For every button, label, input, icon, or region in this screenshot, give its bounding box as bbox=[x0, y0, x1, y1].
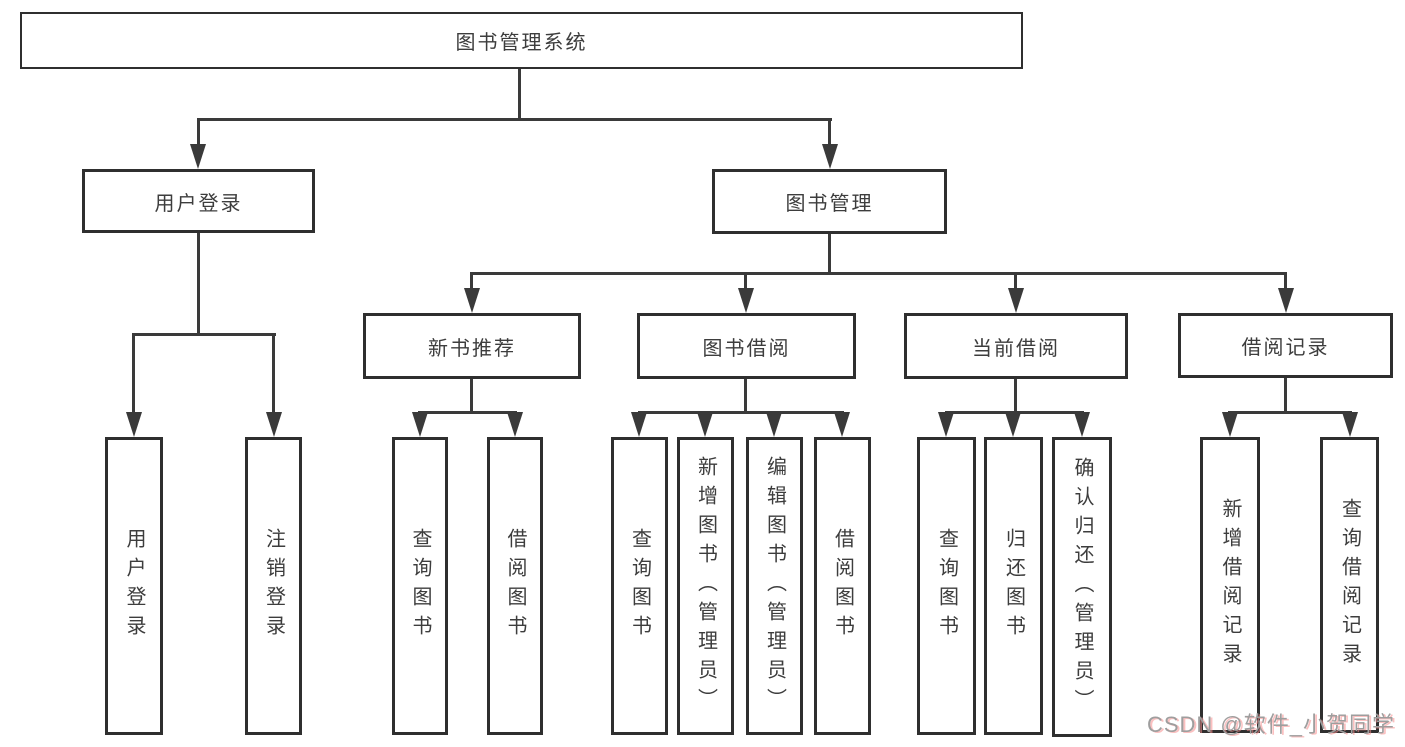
arrowhead-down-icon bbox=[1222, 412, 1238, 437]
connector-line bbox=[470, 379, 473, 414]
leaf-logout: 注销登录 bbox=[245, 437, 302, 735]
node-user-login: 用户登录 bbox=[82, 169, 315, 233]
leaf-confirm-return-admin-label: 确认归还（管理员） bbox=[1071, 456, 1093, 718]
node-book-management: 图书管理 bbox=[712, 169, 947, 234]
leaf-confirm-return-admin: 确认归还（管理员） bbox=[1052, 437, 1112, 737]
leaf-user-login-label: 用户登录 bbox=[123, 528, 145, 644]
connector-line bbox=[1014, 272, 1017, 290]
arrowhead-down-icon bbox=[1005, 412, 1021, 437]
leaf-query-books-3-label: 查询图书 bbox=[935, 528, 958, 644]
connector-line bbox=[470, 272, 473, 290]
connector-line bbox=[828, 234, 831, 275]
connector-line bbox=[418, 411, 517, 414]
leaf-query-borrow-record: 查询借阅记录 bbox=[1320, 437, 1379, 733]
connector-line bbox=[1228, 411, 1352, 414]
leaf-add-borrow-record-label: 新增借阅记录 bbox=[1219, 498, 1241, 672]
arrowhead-down-icon bbox=[766, 412, 782, 437]
leaf-edit-books-admin-label: 编辑图书（管理员） bbox=[763, 455, 786, 717]
arrowhead-down-icon bbox=[464, 288, 480, 313]
connector-line bbox=[132, 333, 135, 414]
node-root-label: 图书管理系统 bbox=[455, 32, 588, 54]
leaf-query-books-2: 查询图书 bbox=[611, 437, 668, 735]
connector-line bbox=[1284, 272, 1287, 290]
leaf-query-books-1: 查询图书 bbox=[392, 437, 448, 735]
arrowhead-down-icon bbox=[834, 412, 850, 437]
leaf-add-books-admin-label: 新增图书（管理员） bbox=[694, 455, 717, 717]
arrowhead-down-icon bbox=[738, 288, 754, 313]
arrowhead-down-icon bbox=[412, 412, 428, 437]
leaf-borrow-books-2-label: 借阅图书 bbox=[831, 528, 854, 644]
connector-line bbox=[197, 233, 200, 336]
node-root: 图书管理系统 bbox=[20, 12, 1023, 69]
node-current-borrow: 当前借阅 bbox=[904, 313, 1128, 379]
arrowhead-down-icon bbox=[126, 412, 142, 437]
arrowhead-down-icon bbox=[822, 144, 838, 169]
leaf-edit-books-admin: 编辑图书（管理员） bbox=[746, 437, 803, 735]
leaf-query-books-1-label: 查询图书 bbox=[409, 528, 431, 644]
arrowhead-down-icon bbox=[1008, 288, 1024, 313]
leaf-query-borrow-record-label: 查询借阅记录 bbox=[1338, 498, 1361, 672]
node-user-login-label: 用户登录 bbox=[154, 192, 243, 215]
leaf-add-books-admin: 新增图书（管理员） bbox=[677, 437, 734, 735]
leaf-return-books: 归还图书 bbox=[984, 437, 1043, 735]
connector-line bbox=[272, 333, 275, 414]
connector-line bbox=[470, 272, 1287, 275]
connector-line bbox=[744, 272, 747, 290]
arrowhead-down-icon bbox=[631, 412, 647, 437]
connector-line bbox=[518, 68, 521, 121]
node-borrow-records-label: 借阅记录 bbox=[1241, 337, 1330, 359]
connector-line bbox=[197, 118, 832, 121]
arrowhead-down-icon bbox=[507, 412, 523, 437]
connector-line bbox=[1014, 379, 1017, 414]
connector-line bbox=[638, 411, 844, 414]
node-borrow-records: 借阅记录 bbox=[1178, 313, 1393, 378]
node-book-borrow: 图书借阅 bbox=[637, 313, 856, 379]
node-new-book-recommend: 新书推荐 bbox=[363, 313, 581, 379]
arrowhead-down-icon bbox=[1278, 288, 1294, 313]
connector-line bbox=[744, 379, 747, 414]
arrowhead-down-icon bbox=[697, 412, 713, 437]
arrowhead-down-icon bbox=[938, 412, 954, 437]
node-current-borrow-label: 当前借阅 bbox=[972, 337, 1060, 360]
leaf-borrow-books-2: 借阅图书 bbox=[814, 437, 871, 735]
connector-line bbox=[132, 333, 276, 336]
node-new-book-recommend-label: 新书推荐 bbox=[428, 337, 516, 360]
leaf-add-borrow-record: 新增借阅记录 bbox=[1200, 437, 1260, 733]
leaf-query-books-3: 查询图书 bbox=[917, 437, 976, 735]
arrowhead-down-icon bbox=[266, 412, 282, 437]
node-book-management-label: 图书管理 bbox=[785, 193, 874, 215]
connector-line bbox=[1284, 377, 1287, 414]
node-book-borrow-label: 图书借阅 bbox=[702, 337, 791, 360]
connector-line bbox=[828, 118, 831, 146]
arrowhead-down-icon bbox=[190, 144, 206, 169]
leaf-return-books-label: 归还图书 bbox=[1002, 528, 1025, 644]
csdn-watermark: CSDN @软件_小贺同学 bbox=[1146, 712, 1395, 737]
arrowhead-down-icon bbox=[1342, 412, 1358, 437]
leaf-borrow-books-1-label: 借阅图书 bbox=[504, 528, 526, 644]
leaf-query-books-2-label: 查询图书 bbox=[628, 528, 651, 644]
arrowhead-down-icon bbox=[1074, 412, 1090, 437]
leaf-user-login: 用户登录 bbox=[105, 437, 163, 735]
leaf-borrow-books-1: 借阅图书 bbox=[487, 437, 543, 735]
leaf-logout-label: 注销登录 bbox=[262, 528, 285, 644]
connector-line bbox=[197, 118, 200, 146]
